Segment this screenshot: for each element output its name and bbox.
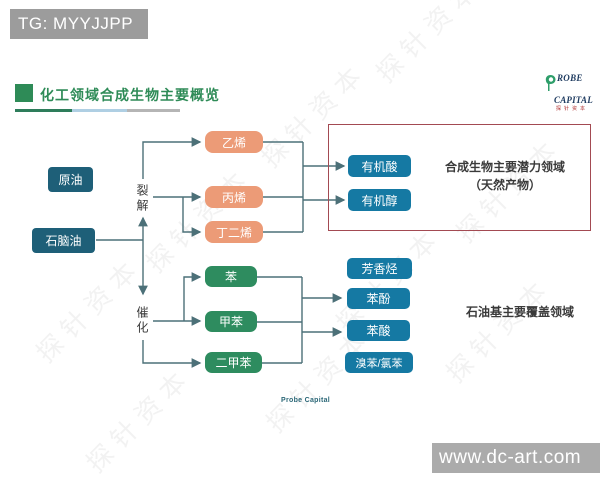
connector-catalysis-xylene [142, 340, 202, 368]
node-butadiene: 丁二烯 [205, 221, 263, 243]
underline-segment-gray [127, 109, 180, 112]
label-catalysis: 催化 [135, 306, 149, 336]
label-cracking: 裂解 [135, 184, 149, 214]
probe-capital-logo: ROBE CAPITAL 探针资本 [545, 74, 597, 112]
footer-brand-text: Probe Capital [281, 397, 331, 404]
node-propylene: 丙烯 [205, 186, 263, 208]
node-crude-oil: 原油 [48, 167, 93, 192]
bio-note: 合成生物主要潜力领域 （天然产物） [425, 158, 585, 194]
node-benzene: 苯 [205, 266, 257, 287]
probe-pin-icon [545, 74, 556, 96]
page-title: 化工领域合成生物主要概览 [40, 87, 220, 103]
url-watermark-bar: www.dc-art.com [432, 443, 600, 473]
node-organic-alcohol: 有机醇 [348, 189, 411, 211]
title-bullet-square [15, 84, 33, 102]
telegram-watermark-bar: TG: MYYJJPP [10, 9, 148, 39]
node-benzoic-acid: 苯酸 [347, 320, 410, 341]
connector-cracking-ethylene [142, 137, 202, 179]
logo-text-chinese: 探针资本 [556, 106, 589, 112]
telegram-handle: TG: MYYJJPP [18, 14, 134, 33]
node-ethylene: 乙烯 [205, 131, 263, 153]
connector-cracking-butadiene [182, 197, 202, 237]
node-phenol: 苯酚 [347, 288, 410, 309]
title-underline [15, 109, 180, 112]
olefin-bus [263, 141, 304, 233]
underline-segment-green [15, 109, 72, 112]
connector-catalysis-benzene [183, 272, 202, 321]
node-xylene: 二甲苯 [205, 352, 262, 373]
node-naphtha: 石脑油 [32, 228, 95, 253]
bio-note-line1: 合成生物主要潜力领域 [444, 160, 565, 174]
bio-note-line2: （天然产物） [468, 178, 541, 192]
url-watermark-text: www.dc-art.com [439, 447, 582, 468]
synthetic-bio-highlight-frame [328, 124, 591, 231]
underline-segment-blue [72, 109, 127, 112]
logo-text-capital: CAPITAL [554, 95, 593, 105]
node-aromatic-hydrocarbon: 芳香烃 [347, 258, 412, 279]
node-organic-acid: 有机酸 [348, 155, 411, 177]
petro-note: 石油基主要覆盖领域 [465, 305, 574, 319]
logo-text-probe: ROBE [557, 73, 583, 83]
node-bromo-chloro-benzene: 溴苯/氯苯 [345, 352, 413, 373]
node-toluene: 甲苯 [205, 311, 257, 332]
aromatics-bus [257, 276, 303, 364]
